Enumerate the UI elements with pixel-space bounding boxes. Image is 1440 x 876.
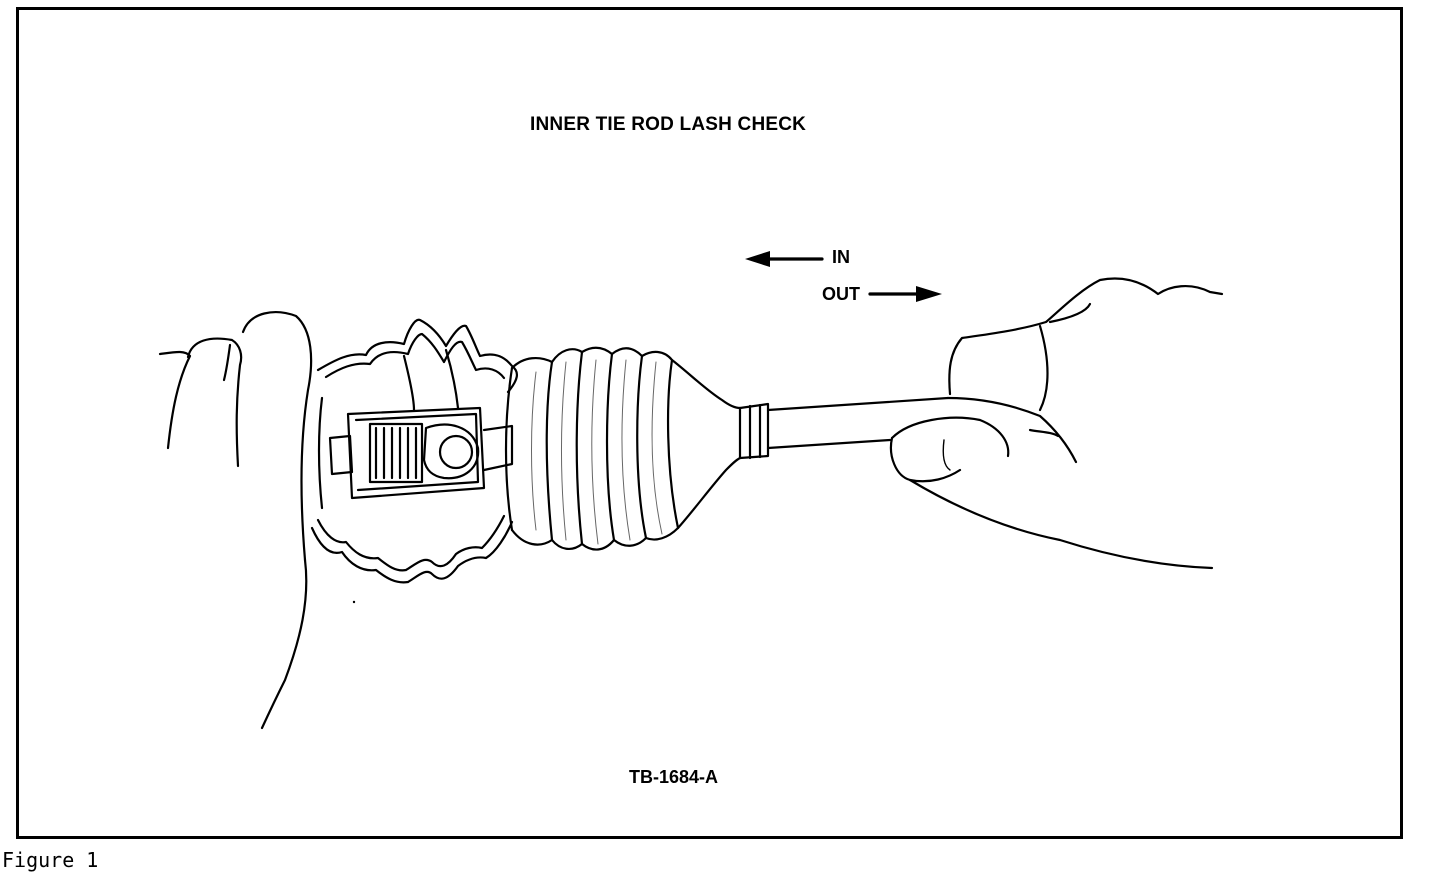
reference-code: TB-1684-A: [629, 767, 719, 787]
arrow-left-icon: [745, 251, 824, 267]
inner-boot: [310, 318, 518, 584]
direction-out-label: OUT: [822, 284, 860, 304]
figure-title: INNER TIE ROD LASH CHECK: [530, 114, 807, 135]
figure-frame: [16, 7, 1403, 839]
tie-rod-socket: [328, 406, 514, 500]
arrow-right-icon: [868, 286, 942, 302]
bellows-boot: [504, 346, 742, 551]
right-hand: [889, 277, 1224, 570]
direction-in-label: IN: [832, 247, 850, 267]
left-hand: [158, 311, 313, 730]
stray-mark: [352, 600, 356, 604]
figure-caption: Figure 1: [2, 848, 99, 872]
tie-rod-shaft: [738, 396, 950, 460]
